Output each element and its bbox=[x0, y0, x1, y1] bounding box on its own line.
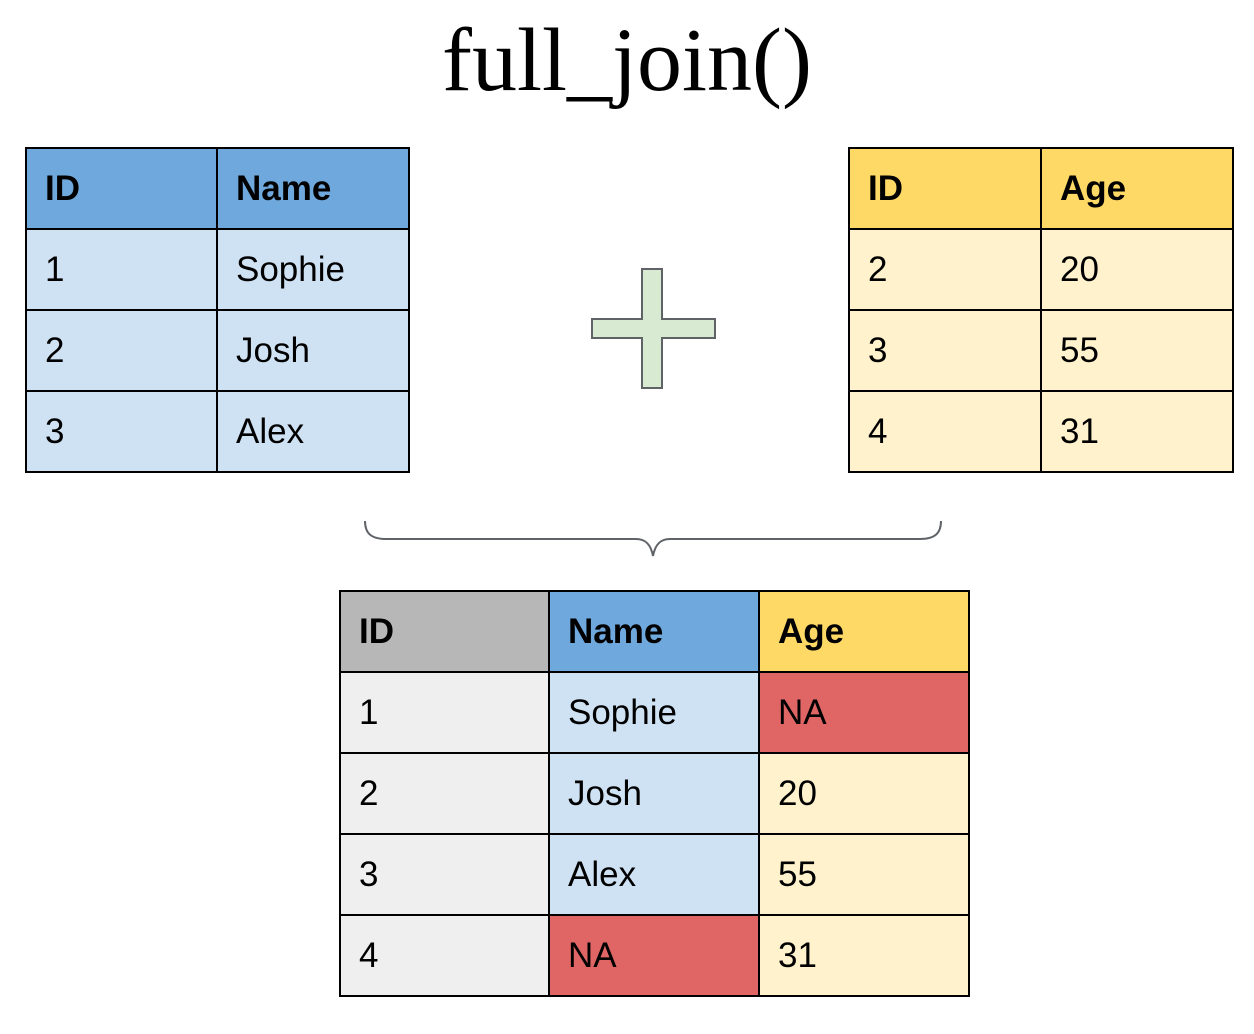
header-cell-id: ID bbox=[25, 147, 218, 230]
header-cell-name: Name bbox=[548, 590, 760, 673]
id-cell: 1 bbox=[25, 228, 218, 311]
curly-brace-icon bbox=[364, 520, 942, 557]
result-table: ID Name Age 1 Sophie NA 2 Josh 20 3 Alex… bbox=[339, 590, 970, 997]
header-cell-id: ID bbox=[848, 147, 1042, 230]
id-cell: 3 bbox=[25, 390, 218, 473]
name-cell: Sophie bbox=[216, 228, 410, 311]
table-row: 4 31 bbox=[848, 390, 1234, 473]
table-row: 1 Sophie bbox=[25, 228, 410, 311]
header-cell-name: Name bbox=[216, 147, 410, 230]
table-row: 2 20 bbox=[848, 228, 1234, 311]
age-cell: 31 bbox=[758, 914, 970, 997]
plus-icon bbox=[591, 268, 716, 389]
table-row: 3 55 bbox=[848, 309, 1234, 392]
age-cell: 20 bbox=[758, 752, 970, 835]
right-table: ID Age 2 20 3 55 4 31 bbox=[848, 147, 1234, 473]
header-cell-age: Age bbox=[1040, 147, 1234, 230]
id-cell: 1 bbox=[339, 671, 550, 754]
table-row: 2 Josh 20 bbox=[339, 752, 970, 835]
name-cell: Alex bbox=[548, 833, 760, 916]
table-row: 1 Sophie NA bbox=[339, 671, 970, 754]
table-header-row: ID Name Age bbox=[339, 590, 970, 673]
id-cell: 4 bbox=[339, 914, 550, 997]
name-cell: Sophie bbox=[548, 671, 760, 754]
table-row: 3 Alex bbox=[25, 390, 410, 473]
table-row: 2 Josh bbox=[25, 309, 410, 392]
table-header-row: ID Age bbox=[848, 147, 1234, 230]
header-cell-age: Age bbox=[758, 590, 970, 673]
id-cell: 2 bbox=[848, 228, 1042, 311]
id-cell: 3 bbox=[848, 309, 1042, 392]
id-cell: 2 bbox=[339, 752, 550, 835]
header-cell-id: ID bbox=[339, 590, 550, 673]
table-header-row: ID Name bbox=[25, 147, 410, 230]
age-cell: 31 bbox=[1040, 390, 1234, 473]
missing-age-cell: NA bbox=[758, 671, 970, 754]
name-cell: Josh bbox=[216, 309, 410, 392]
name-cell: Josh bbox=[548, 752, 760, 835]
missing-name-cell: NA bbox=[548, 914, 760, 997]
id-cell: 2 bbox=[25, 309, 218, 392]
name-cell: Alex bbox=[216, 390, 410, 473]
id-cell: 4 bbox=[848, 390, 1042, 473]
table-row: 3 Alex 55 bbox=[339, 833, 970, 916]
age-cell: 20 bbox=[1040, 228, 1234, 311]
diagram-title: full_join() bbox=[442, 11, 812, 110]
age-cell: 55 bbox=[758, 833, 970, 916]
left-table: ID Name 1 Sophie 2 Josh 3 Alex bbox=[25, 147, 410, 473]
id-cell: 3 bbox=[339, 833, 550, 916]
table-row: 4 NA 31 bbox=[339, 914, 970, 997]
age-cell: 55 bbox=[1040, 309, 1234, 392]
